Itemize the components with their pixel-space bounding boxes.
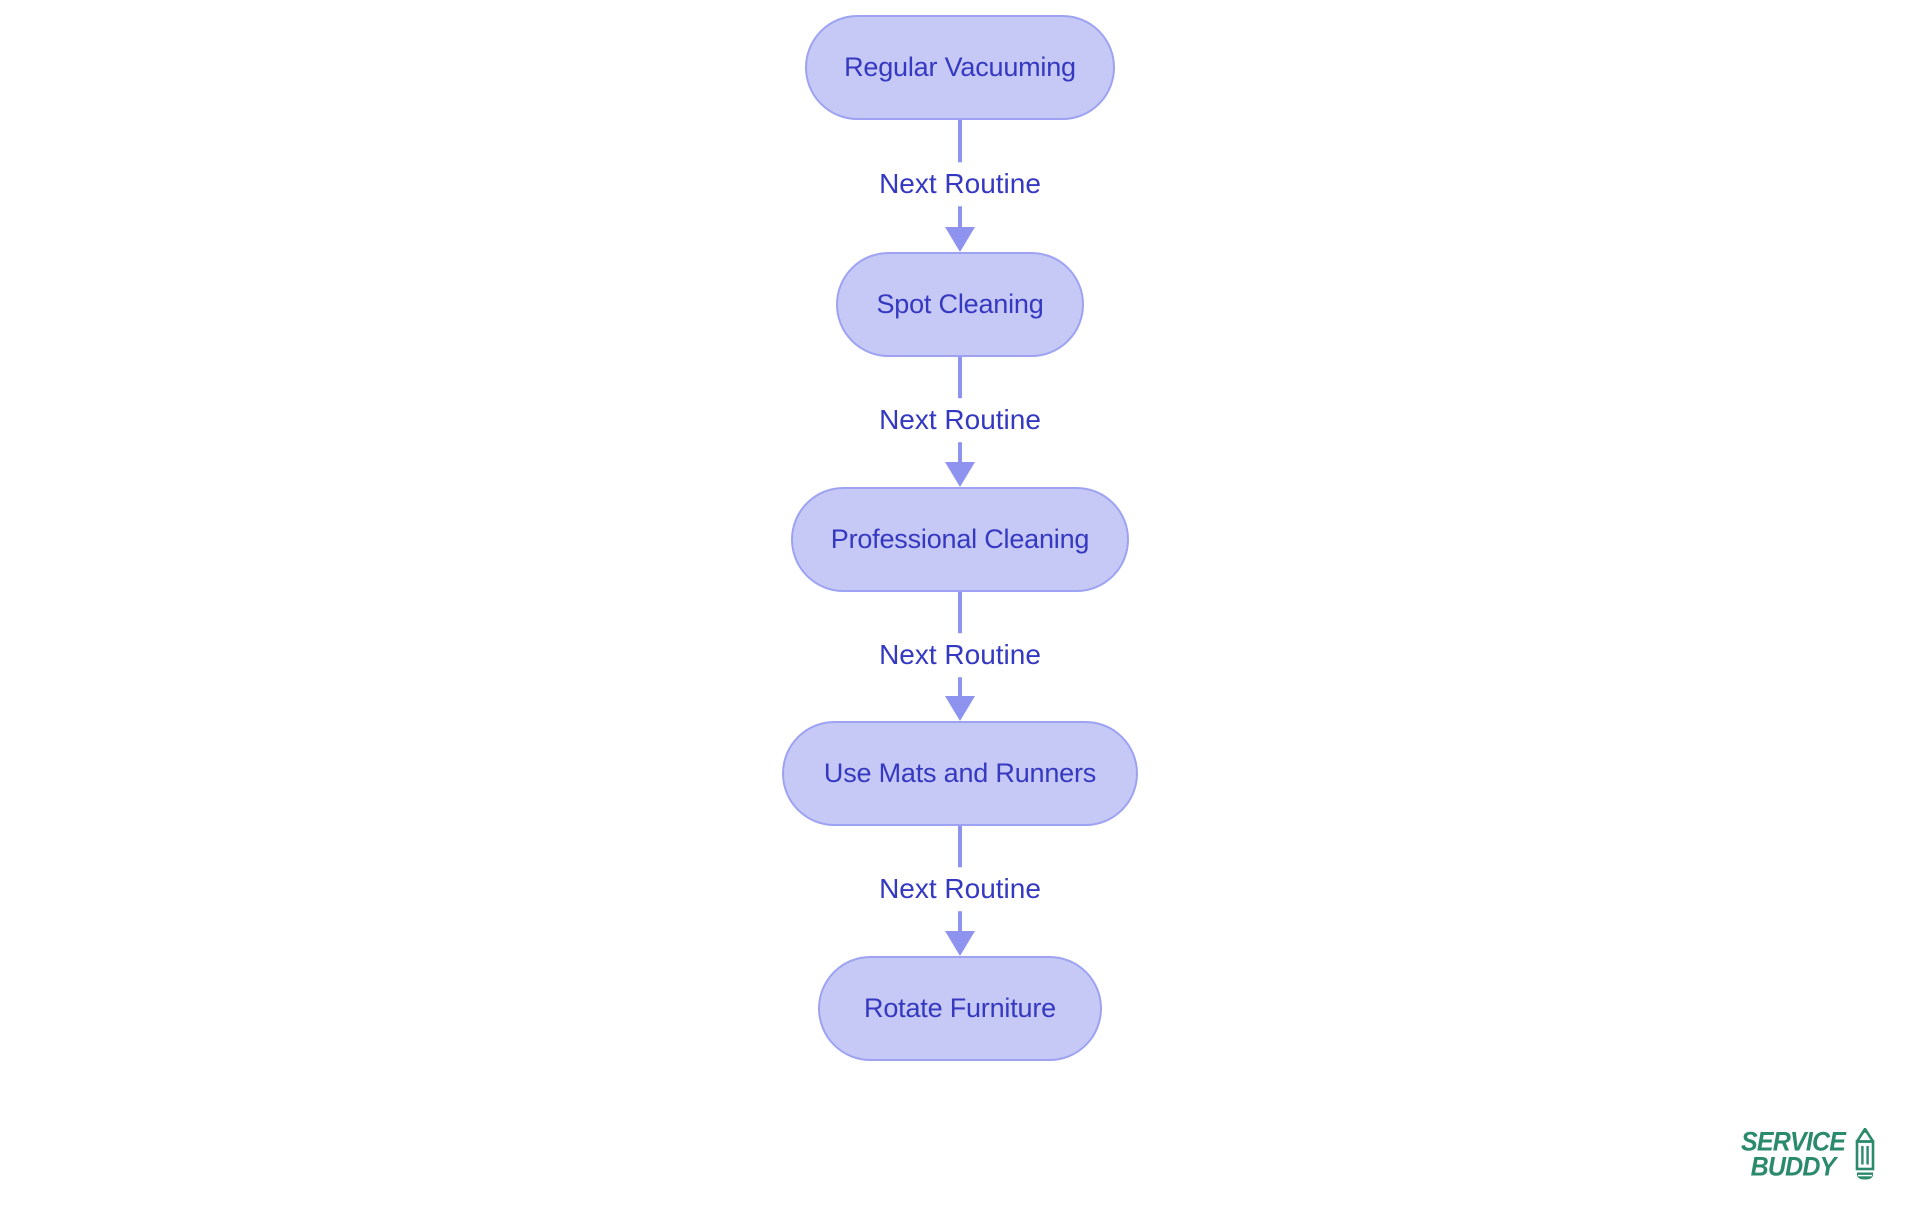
service-buddy-logo: SERVICE BUDDY <box>1741 1128 1876 1180</box>
node-label: Spot Cleaning <box>876 289 1044 319</box>
edge-label: Next Routine <box>869 632 1051 677</box>
flow-node-rotate-furniture: Rotate Furniture <box>818 956 1102 1061</box>
node-label: Rotate Furniture <box>864 993 1056 1023</box>
logo-wordmark: SERVICE BUDDY <box>1741 1126 1846 1181</box>
edge-label: Next Routine <box>869 398 1051 443</box>
node-label: Regular Vacuuming <box>844 52 1076 82</box>
flow-node-professional-cleaning: Professional Cleaning <box>791 487 1129 592</box>
arrowhead-down-icon <box>945 696 975 721</box>
flow-node-regular-vacuuming: Regular Vacuuming <box>805 15 1115 120</box>
edge-label: Next Routine <box>869 867 1051 912</box>
logo-line1: SERVICE <box>1741 1126 1846 1157</box>
pencil-icon <box>1854 1128 1876 1180</box>
edge-label: Next Routine <box>869 162 1051 207</box>
logo-line2: BUDDY <box>1750 1150 1837 1181</box>
node-label: Use Mats and Runners <box>823 758 1097 788</box>
node-label: Professional Cleaning <box>830 524 1090 554</box>
flow-node-use-mats-and-runners: Use Mats and Runners <box>782 721 1138 826</box>
arrowhead-down-icon <box>945 227 975 252</box>
arrowhead-down-icon <box>945 462 975 487</box>
flow-node-spot-cleaning: Spot Cleaning <box>836 252 1084 357</box>
arrowhead-down-icon <box>945 931 975 956</box>
